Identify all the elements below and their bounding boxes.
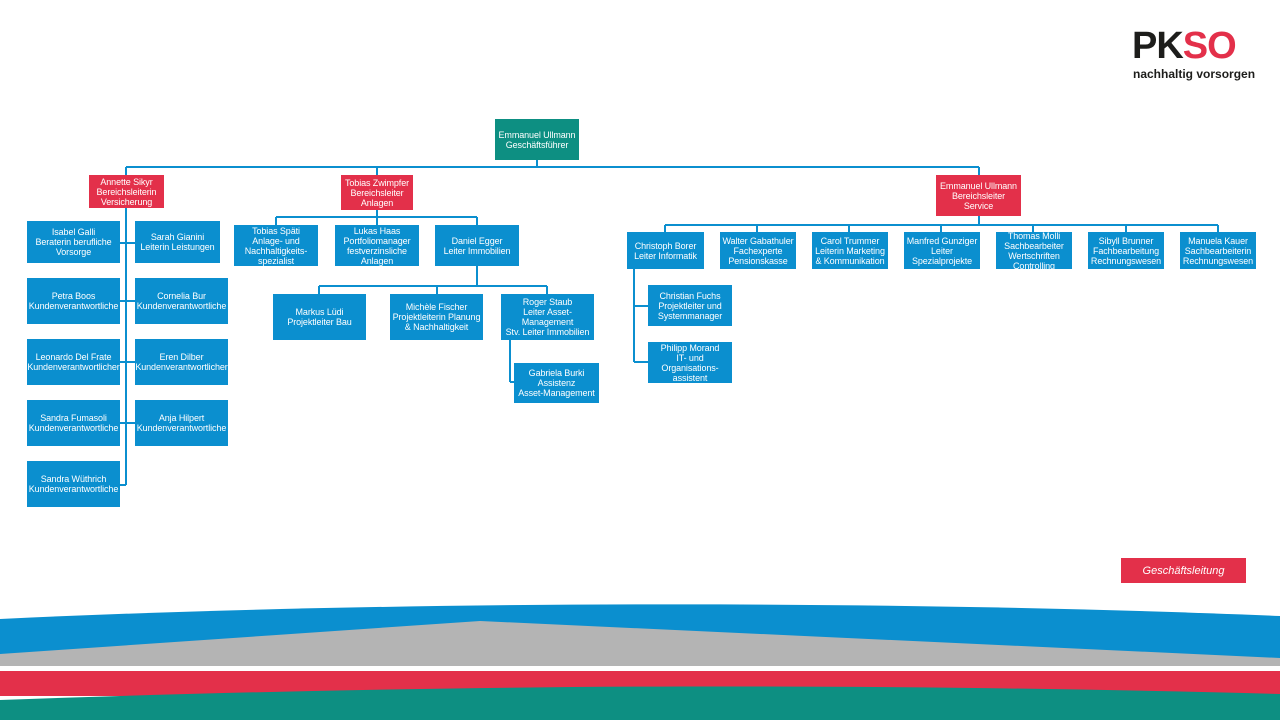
legend-geschaeftsleitung: Geschäftsleitung: [1121, 558, 1246, 583]
node-gianini: Sarah Gianini Leiterin Leistungen: [135, 221, 220, 263]
pkso-logo: PKSO: [1132, 25, 1237, 67]
node-galli: Isabel Galli Beraterin berufliche Vorsor…: [27, 221, 120, 263]
node-fumasoli: Sandra Fumasoli Kundenverantwortliche: [27, 400, 120, 446]
node-kauer: Manuela Kauer Sachbearbeiterin Rechnungs…: [1180, 232, 1256, 269]
node-spaeti: Tobias Späti Anlage- und Nachhaltigkeits…: [234, 225, 318, 266]
node-molli: Thomas Molli Sachbearbeiter Wertschrifte…: [996, 232, 1072, 269]
logo-so-text: SO: [1182, 25, 1237, 67]
node-gunziger: Manfred Gunziger Leiter Spezialprojekte: [904, 232, 980, 269]
node-dilber: Eren Dilber Kundenverantwortlicher: [135, 339, 228, 385]
node-gabathuler: Walter Gabathuler Fachexperte Pensionska…: [720, 232, 796, 269]
node-borer: Christoph Borer Leiter Informatik: [627, 232, 704, 269]
node-staub: Roger Staub Leiter Asset- Management Stv…: [501, 294, 594, 340]
node-luedi: Markus Lüdi Projektleiter Bau: [273, 294, 366, 340]
logo-pk-text: PK: [1132, 25, 1184, 67]
node-brunner: Sibyll Brunner Fachbearbeitung Rechnungs…: [1088, 232, 1164, 269]
node-morand: Philipp Morand IT- und Organisations- as…: [648, 342, 732, 383]
node-hilpert: Anja Hilpert Kundenverantwortliche: [135, 400, 228, 446]
node-fuchs: Christian Fuchs Projektleiter und System…: [648, 285, 732, 326]
node-service: Emmanuel Ullmann Bereichsleiter Service: [936, 175, 1021, 216]
node-versicherung: Annette Sikyr Bereichsleiterin Versicher…: [89, 175, 164, 208]
node-wuethrich: Sandra Wüthrich Kundenverantwortliche: [27, 461, 120, 507]
footer-waves: [0, 604, 1280, 720]
node-haas: Lukas Haas Portfoliomanager festverzinsl…: [335, 225, 419, 266]
node-bur: Cornelia Bur Kundenverantwortliche: [135, 278, 228, 324]
node-burki: Gabriela Burki Assistenz Asset-Managemen…: [514, 363, 599, 403]
logo-tagline: nachhaltig vorsorgen: [1133, 67, 1256, 81]
node-trummer: Carol Trummer Leiterin Marketing & Kommu…: [812, 232, 888, 269]
node-ceo: Emmanuel Ullmann Geschäftsführer: [495, 119, 579, 160]
node-delfrate: Leonardo Del Frate Kundenverantwortliche…: [27, 339, 120, 385]
node-fischer: Michèle Fischer Projektleiterin Planung …: [390, 294, 483, 340]
node-boos: Petra Boos Kundenverantwortliche: [27, 278, 120, 324]
node-egger: Daniel Egger Leiter Immobilien: [435, 225, 519, 266]
node-anlagen: Tobias Zwimpfer Bereichsleiter Anlagen: [341, 175, 413, 210]
